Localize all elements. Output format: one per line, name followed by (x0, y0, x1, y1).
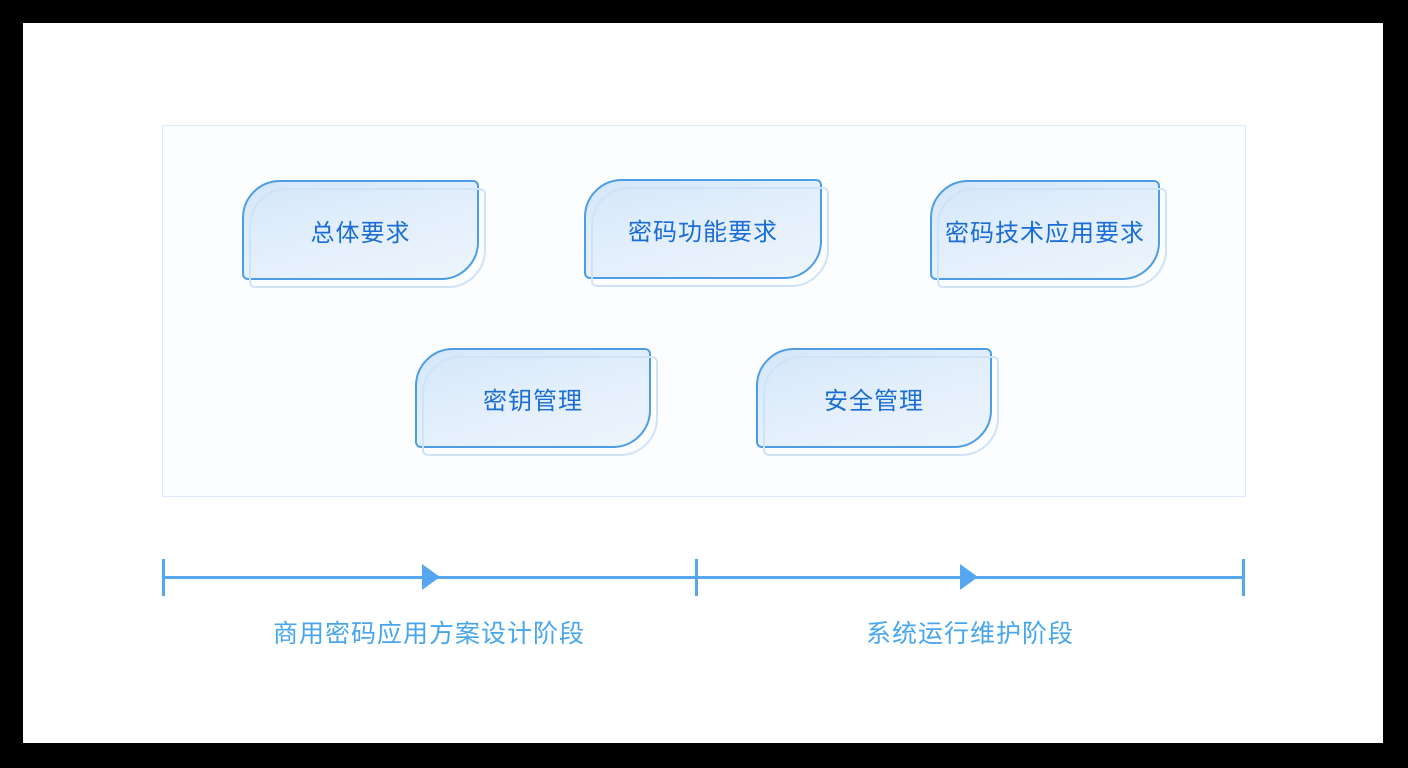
phase-label-operation-maintenance-stage: 系统运行维护阶段 (865, 620, 1074, 648)
timeline-arrow-icon (422, 564, 440, 590)
box-label: 密码功能要求 (628, 218, 778, 246)
box-label: 密钥管理 (483, 387, 583, 415)
box-crypto-function-requirements: 密码功能要求 (584, 179, 829, 287)
timeline-axis (162, 576, 1244, 579)
box-label: 安全管理 (824, 387, 924, 415)
box-security-management: 安全管理 (756, 348, 999, 456)
box-crypto-technology-application-requirements: 密码技术应用要求 (930, 180, 1167, 288)
box-overall-requirements: 总体要求 (242, 180, 486, 288)
timeline-tick-end (1242, 559, 1245, 596)
box-label: 总体要求 (310, 219, 411, 247)
box-key-management: 密钥管理 (415, 348, 658, 456)
box-label: 密码技术应用要求 (945, 219, 1145, 247)
timeline-tick-start (162, 559, 165, 596)
timeline-arrow-icon (960, 564, 978, 590)
timeline-tick-middle (695, 559, 698, 596)
phase-label-design-stage: 商用密码应用方案设计阶段 (272, 620, 585, 648)
